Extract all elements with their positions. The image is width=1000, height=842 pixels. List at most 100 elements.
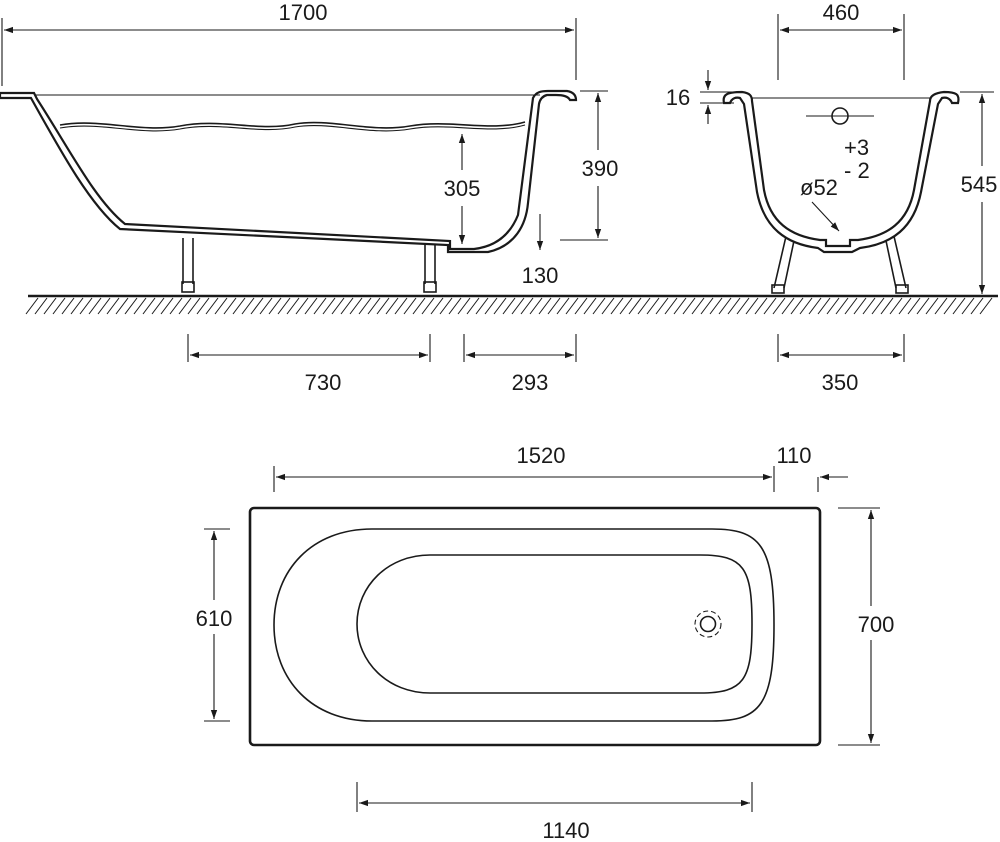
dim-end-rim-thickness: 16 xyxy=(666,70,734,124)
floor-hatch-line xyxy=(799,297,813,315)
dim-top-bottom-length: 1140 xyxy=(356,782,753,842)
floor-hatch-line xyxy=(124,297,138,315)
floor-hatching xyxy=(25,297,993,315)
dim-side-rim-height: 390 xyxy=(560,90,626,241)
end-leg-left xyxy=(771,231,796,294)
floor-hatch-line xyxy=(628,297,642,315)
label-end-leg-spacing: 350 xyxy=(822,370,859,395)
floor-hatch-line xyxy=(205,297,219,315)
floor-hatch-line xyxy=(457,297,471,315)
label-tol-plus: +3 xyxy=(844,135,869,160)
floor-hatch-line xyxy=(619,297,633,315)
top-outer-rim xyxy=(248,506,822,747)
label-top-drain-offset: 110 xyxy=(776,443,811,468)
dim-end-width: 460 xyxy=(777,0,905,80)
floor-hatch-line xyxy=(133,297,147,315)
floor-hatch-line xyxy=(394,297,408,315)
floor-hatch-line xyxy=(304,297,318,315)
floor-hatch-line xyxy=(169,297,183,315)
floor-hatch-line xyxy=(934,297,948,315)
drain-annotation: +3 - 2 ø52 xyxy=(800,135,870,232)
floor-hatch-line xyxy=(853,297,867,315)
floor-hatch-line xyxy=(682,297,696,315)
floor-hatch-line xyxy=(88,297,102,315)
floor-hatch-line xyxy=(349,297,363,315)
floor-line xyxy=(25,294,998,315)
dim-side-floor-clearance: 130 xyxy=(522,214,558,288)
label-end-width: 460 xyxy=(823,0,860,25)
floor-hatch-line xyxy=(547,297,561,315)
floor-hatch-line xyxy=(610,297,624,315)
side-leg-left xyxy=(181,238,195,293)
floor-hatch-line xyxy=(781,297,795,315)
floor-hatch-line xyxy=(34,297,48,315)
floor-hatch-line xyxy=(520,297,534,315)
floor-hatch-line xyxy=(556,297,570,315)
floor-hatch-line xyxy=(160,297,174,315)
floor-hatch-line xyxy=(106,297,120,315)
floor-hatch-line xyxy=(754,297,768,315)
dim-top-outer-width: 700 xyxy=(838,507,900,746)
dim-top-inner-width: 610 xyxy=(190,528,240,722)
floor-hatch-line xyxy=(232,297,246,315)
label-top-outer-width: 700 xyxy=(858,612,895,637)
floor-hatch-line xyxy=(709,297,723,315)
floor-hatch-line xyxy=(763,297,777,315)
dim-end-total-height: 545 xyxy=(960,91,1000,294)
floor-hatch-line xyxy=(259,297,273,315)
side-leg-right xyxy=(423,243,437,293)
floor-hatch-line xyxy=(475,297,489,315)
floor-hatch-line xyxy=(187,297,201,315)
label-side-leg-spacing: 730 xyxy=(305,370,342,395)
floor-hatch-line xyxy=(664,297,678,315)
floor-hatch-line xyxy=(817,297,831,315)
dim-top-drain-offset: 110 xyxy=(776,443,848,492)
floor-hatch-line xyxy=(790,297,804,315)
floor-hatch-line xyxy=(52,297,66,315)
floor-hatch-line xyxy=(214,297,228,315)
dim-side-leg-spacing: 730 xyxy=(187,334,431,395)
floor-hatch-line xyxy=(574,297,588,315)
floor-hatch-line xyxy=(907,297,921,315)
overflow-outlet xyxy=(806,107,874,125)
label-side-rim-height: 390 xyxy=(582,156,619,181)
floor-hatch-line xyxy=(97,297,111,315)
dim-side-water-depth: 305 xyxy=(440,134,486,244)
floor-hatch-line xyxy=(286,297,300,315)
floor-hatch-line xyxy=(502,297,516,315)
floor-hatch-line xyxy=(25,297,39,315)
label-top-bottom-length: 1140 xyxy=(542,818,589,842)
floor-hatch-line xyxy=(808,297,822,315)
floor-hatch-line xyxy=(376,297,390,315)
floor-hatch-line xyxy=(880,297,894,315)
floor-hatch-line xyxy=(430,297,444,315)
floor-hatch-line xyxy=(484,297,498,315)
side-shell xyxy=(0,89,578,254)
floor-hatch-line xyxy=(70,297,84,315)
floor-hatch-line xyxy=(844,297,858,315)
floor-hatch-line xyxy=(565,297,579,315)
label-top-inner-length: 1520 xyxy=(517,443,566,468)
floor-hatch-line xyxy=(115,297,129,315)
floor-hatch-line xyxy=(916,297,930,315)
floor-hatch-line xyxy=(646,297,660,315)
floor-hatch-line xyxy=(421,297,435,315)
floor-hatch-line xyxy=(745,297,759,315)
floor-hatch-line xyxy=(727,297,741,315)
side-water-surface xyxy=(59,121,526,129)
floor-hatch-line xyxy=(367,297,381,315)
dim-side-rear-leg-offset: 293 xyxy=(463,334,577,395)
floor-hatch-line xyxy=(61,297,75,315)
label-top-inner-width: 610 xyxy=(196,606,233,631)
floor-hatch-line xyxy=(79,297,93,315)
floor-hatch-line xyxy=(601,297,615,315)
floor-hatch-line xyxy=(700,297,714,315)
floor-hatch-line xyxy=(322,297,336,315)
dim-top-inner-length: 1520 xyxy=(273,443,775,492)
dim-side-length: 1700 xyxy=(1,0,577,86)
label-side-water-depth: 305 xyxy=(444,176,481,201)
label-tol-minus: - 2 xyxy=(844,158,870,183)
floor-hatch-line xyxy=(313,297,327,315)
floor-hatch-line xyxy=(691,297,705,315)
floor-hatch-line xyxy=(637,297,651,315)
